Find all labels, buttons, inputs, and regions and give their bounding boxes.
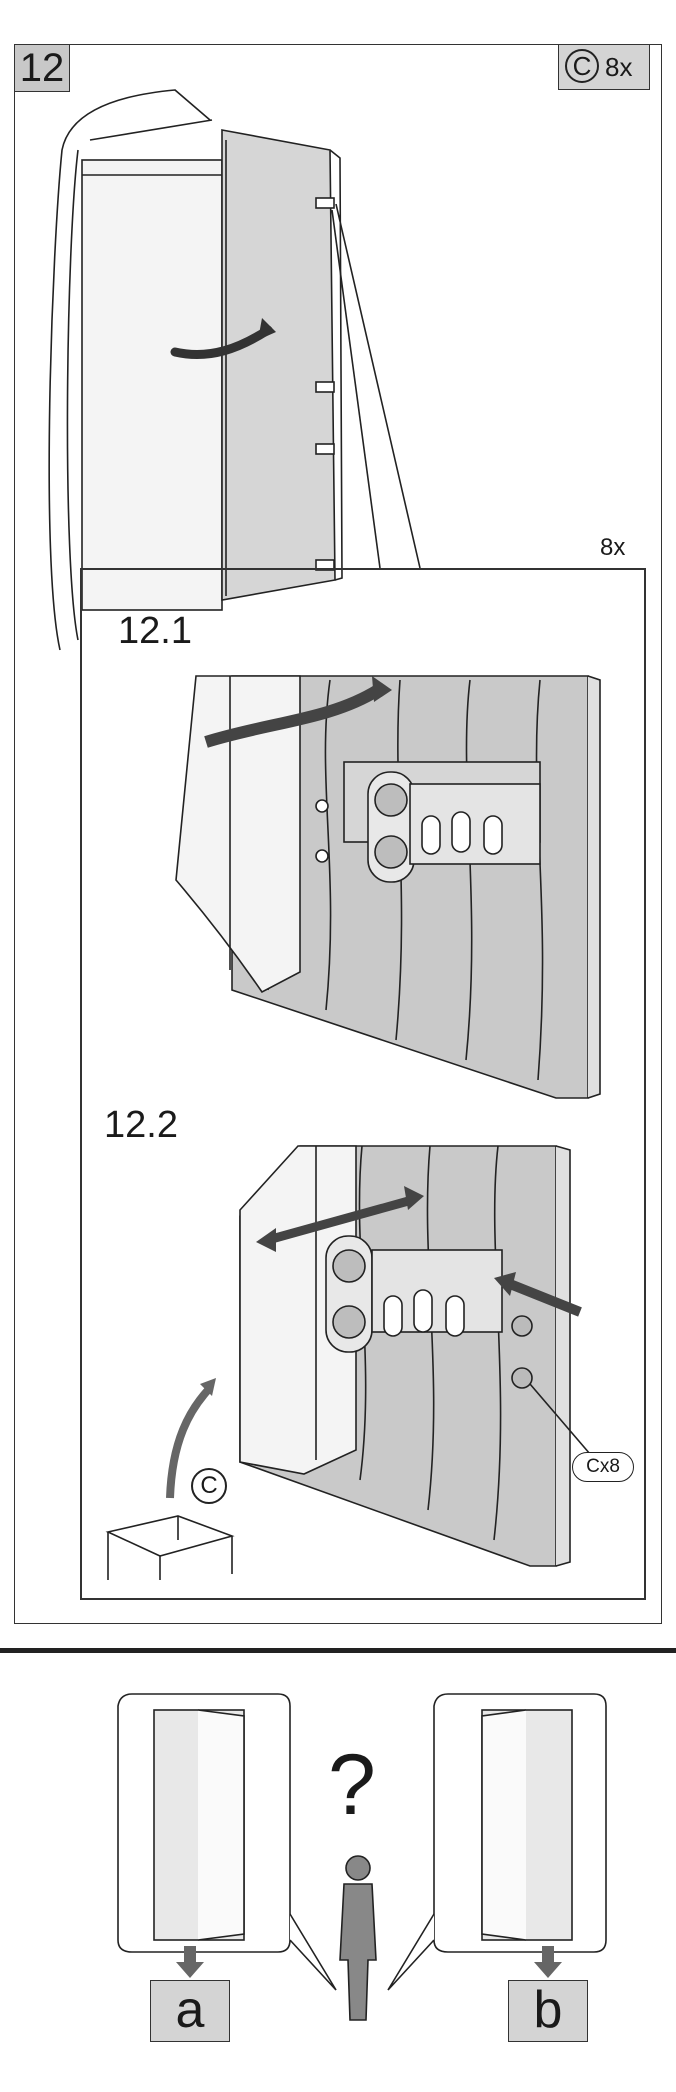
appliance-overview-drawing <box>48 89 421 651</box>
part-letter: C <box>565 49 599 83</box>
slide-arrow-12-1 <box>204 684 382 748</box>
step-number: 12 <box>14 44 70 92</box>
option-a-label: a <box>150 1980 230 2042</box>
step-frame <box>14 44 662 1624</box>
take-part-arrow <box>166 1387 211 1499</box>
parts-badge: C 8x <box>558 44 650 90</box>
screw-count-callout: Cx8 <box>572 1452 634 1482</box>
substep-12-2-label: 12.2 <box>104 1104 178 1146</box>
part-quantity: 8x <box>605 52 633 82</box>
insert-screw-arrow <box>508 1279 582 1317</box>
option-b-label: b <box>508 1980 588 2042</box>
detail-quantity: 8x <box>600 534 626 561</box>
detail-12-1-drawing <box>175 675 601 1099</box>
substep-12-1-label: 12.1 <box>118 610 192 652</box>
detail-box <box>80 568 646 1600</box>
choice-drawings <box>117 1693 607 2021</box>
section-divider <box>0 1648 676 1653</box>
arrow-down-b <box>534 1962 562 1978</box>
question-mark: ? <box>328 1737 376 1833</box>
part-c-callout: C <box>191 1468 227 1504</box>
adjust-arrow-12-2 <box>266 1195 414 1245</box>
